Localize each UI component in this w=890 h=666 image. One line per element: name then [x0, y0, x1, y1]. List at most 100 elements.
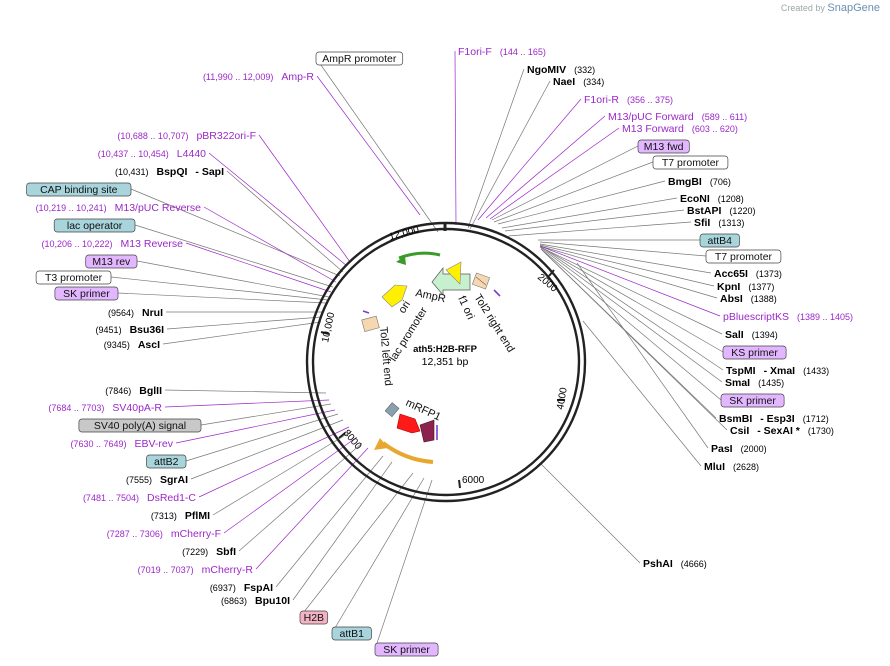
- primer-name: M13 Reverse: [121, 238, 184, 250]
- bglii-label-37: (7846)BglII: [105, 385, 162, 397]
- pbluescriptks-label-30: pBluescriptKS(1389 .. 1405): [723, 311, 853, 323]
- feature-label-box: [53, 218, 136, 233]
- feature-arrows: [361, 251, 501, 464]
- feature-label-ori: ori: [396, 299, 413, 316]
- connector-line: [275, 455, 384, 588]
- csii-label-42: CsiI- SexAI *(1730): [730, 425, 834, 437]
- connector-line: [258, 134, 351, 263]
- enzyme-position: (334): [583, 77, 604, 87]
- enzyme-position: (706): [710, 177, 731, 187]
- primer-name: M13/pUC Forward: [608, 111, 694, 123]
- tick-label-6000: 6000: [462, 475, 485, 486]
- bmgbi-label-10: BmgBI (706): [668, 176, 731, 188]
- enzyme-name: AbsI: [720, 293, 743, 305]
- h2b-label-56: H2B: [299, 610, 329, 625]
- enzyme-label-text: (7229)SbfI: [182, 546, 236, 558]
- ngomiv-label-3: NgoMIV(332): [527, 64, 595, 76]
- f1ori-f-label-2: F1ori-F(144 .. 165): [458, 46, 546, 58]
- enzyme-label-text: SmaI(1435): [725, 377, 784, 389]
- enzyme-name: SmaI: [725, 377, 750, 389]
- enzyme-label-text: (9345) AscI: [104, 339, 160, 351]
- enzyme-label-text: (6937)FspAI: [210, 582, 273, 594]
- plasmid-size: 12,351 bp: [422, 356, 469, 368]
- enzyme-position: (1373): [756, 269, 782, 279]
- tick-10000: [320, 331, 330, 335]
- sfii-label-18: SfiI(1313): [694, 217, 744, 229]
- h2b-arrow: [419, 419, 435, 443]
- primer-coords: (11,990 .. 12,009): [203, 72, 273, 82]
- sali-label-32: SalI(1394): [725, 329, 778, 341]
- enzyme-name: AscI: [138, 339, 160, 351]
- connector-line: [255, 447, 369, 570]
- feature-label-box: [699, 233, 740, 248]
- enzyme-name: MluI: [704, 461, 725, 473]
- feature-label-box: [652, 155, 729, 170]
- tick-2000: [548, 269, 555, 277]
- sk-primer-label-38: SK primer: [720, 393, 785, 408]
- enzyme-name: BmgBI: [668, 176, 702, 188]
- fspai-label-54: (6937)FspAI: [210, 582, 273, 594]
- enzyme-name: Acc65I: [714, 268, 748, 280]
- sbfi-label-51: (7229)SbfI: [182, 546, 236, 558]
- asci-label-33: (9345) AscI: [104, 339, 160, 351]
- connector-line: [467, 68, 525, 229]
- m13-fwd-label-8: M13 fwd: [637, 139, 690, 154]
- feature-label-text: T3 promoter: [45, 272, 103, 284]
- feature-label-text: T7 promoter: [662, 157, 720, 169]
- connector-line: [203, 206, 337, 283]
- connector-line: [200, 403, 332, 426]
- m13-forward-label-7: M13 Forward(603 .. 620): [622, 123, 738, 135]
- connector-line: [130, 188, 341, 277]
- enzyme-name: PshAI: [643, 558, 673, 570]
- primer-label-text: (7684 .. 7703)SV40pA-R: [48, 402, 162, 414]
- enzyme-label-text: Acc65I (1373): [714, 268, 782, 280]
- connector-line: [162, 321, 322, 345]
- connector-line: [226, 170, 344, 273]
- t7-promoter-label-22: T7 promoter: [705, 249, 782, 264]
- nrui-label-29: (9564)NruI: [108, 307, 163, 319]
- connector-line: [540, 246, 724, 371]
- feature-label-text: H2B: [304, 612, 324, 624]
- primer-coords: (10,437 .. 10,454): [98, 149, 169, 159]
- primer-name: mCherry-F: [171, 528, 221, 540]
- primer-label-text: (10,688 .. 10,707)pBR322ori-F: [117, 130, 256, 142]
- enzyme-position: (9345): [104, 340, 130, 350]
- connector-line: [539, 245, 718, 299]
- feature-label-text: SV40 poly(A) signal: [94, 420, 186, 432]
- primer-label-text: M13 Forward(603 .. 620): [622, 123, 738, 135]
- enzyme-label-text: (9564)NruI: [108, 307, 163, 319]
- cap-binding-site-label-14: CAP binding site: [26, 182, 132, 197]
- enzyme-name: BglII: [139, 385, 162, 397]
- label-connector-lines: [110, 50, 728, 650]
- enzyme-label-text: (7846)BglII: [105, 385, 162, 397]
- enzyme-label-text: BstAPI(1220): [687, 205, 755, 217]
- connector-line: [539, 246, 723, 335]
- connector-line: [164, 389, 327, 394]
- attb1-label-57: attB1: [331, 626, 372, 641]
- connector-line: [185, 413, 339, 462]
- primer-label-text: (10,437 .. 10,454)L4440: [98, 148, 206, 160]
- feature-label-text: attB1: [339, 628, 364, 640]
- pasi-label-44: PasI(2000): [711, 443, 767, 455]
- tspmi-label-35: TspMI- XmaI(1433): [726, 365, 829, 377]
- connector-line: [454, 50, 457, 226]
- pflmi-label-49: (7313)PflMI: [151, 510, 210, 522]
- connector-line: [497, 180, 666, 225]
- enzyme-name: CsiI: [730, 425, 749, 437]
- enzyme-position: (1388): [751, 294, 777, 304]
- connector-line: [110, 276, 329, 301]
- feature-label-box: [374, 642, 439, 657]
- enzyme-label-text: SalI(1394): [725, 329, 778, 341]
- attb4-label-20: attB4: [699, 233, 740, 248]
- connector-line: [208, 152, 348, 267]
- enzyme-name: KpnI: [717, 281, 740, 293]
- enzyme-label-text: TspMI- XmaI(1433): [726, 365, 829, 377]
- mlui-label-46: MluI(2628): [704, 461, 759, 473]
- feature-label-text: AmpR promoter: [322, 53, 397, 65]
- connector-line: [374, 479, 433, 650]
- t7-promoter-label-9: T7 promoter: [652, 155, 729, 170]
- m13-rev-label-23: M13 rev: [85, 254, 138, 269]
- primer-label-text: (10,206 .. 10,222)M13 Reverse: [41, 238, 183, 250]
- enzyme-position: (6937): [210, 583, 236, 593]
- f1ori-r-label-5: F1ori-R(356 .. 375): [584, 94, 673, 106]
